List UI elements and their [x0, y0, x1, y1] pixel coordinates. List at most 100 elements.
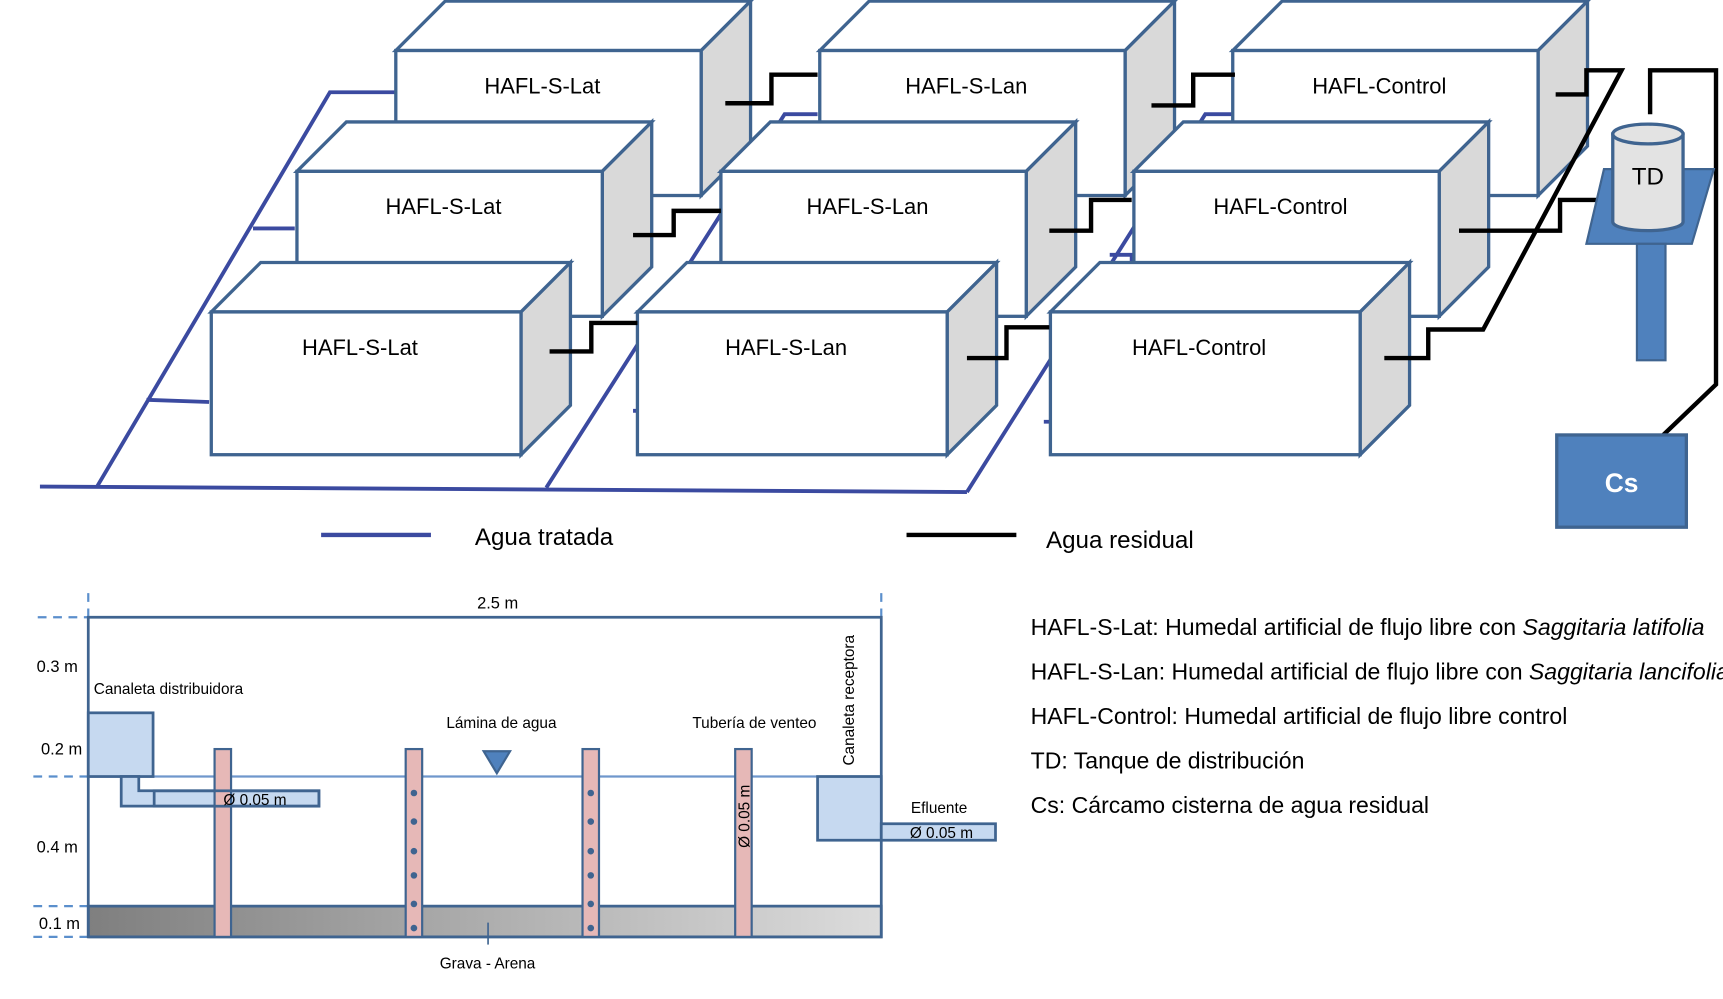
unit-label: HAFL-Control [1132, 335, 1266, 360]
waste-pipe-back-2 [1151, 72, 1235, 108]
unit-top-face [633, 260, 1001, 314]
inlet-channel [86, 711, 155, 778]
unit-label: HAFL-S-Lat [484, 73, 600, 98]
substrate-label: Grava - Arena [440, 956, 536, 973]
effluent-pipe-label: Ø 0.05 m [910, 825, 973, 842]
inlet-channel-label: Canaleta distribuidora [94, 681, 244, 698]
unit-top-face [391, 0, 754, 53]
wetland-unit: HAFL-Control [1046, 258, 1414, 459]
unit-front-face [635, 310, 949, 457]
definitions-list: HAFL-S-Lat: Humedal artificial de flujo … [1031, 614, 1723, 818]
unit-label: HAFL-S-Lat [302, 335, 418, 360]
waste-pipe-back-1 [725, 72, 818, 106]
perforation [410, 818, 418, 825]
perforation [410, 900, 418, 908]
height-label-4: 0.1 m [39, 915, 80, 933]
definition-term: HAFL-S-Lat [1031, 614, 1153, 640]
unit-top-face [815, 0, 1178, 53]
distribution-tank: TD [1585, 122, 1716, 362]
definition-term: Cs [1031, 792, 1059, 818]
definition-item: HAFL-S-Lan: Humedal artificial de flujo … [1031, 658, 1723, 684]
perforation [587, 924, 595, 932]
treated-header-col1 [95, 90, 396, 488]
perforation [587, 789, 595, 797]
inlet-vertical-pipe [213, 747, 233, 938]
unit-label: HAFL-Control [1213, 194, 1347, 219]
inlet-pipe-front [152, 789, 321, 808]
tank-stand [1635, 242, 1667, 362]
legend-treated-label: Agua tratada [475, 524, 614, 551]
effluent-label: Efluente [911, 800, 967, 817]
outlet-channel-label: Canaleta receptora [841, 634, 858, 765]
waste-pipe-back-3 [1384, 68, 1626, 361]
length-label: 2.5 m [477, 594, 518, 612]
unit-top-face [716, 120, 1080, 173]
definition-item: HAFL-S-Lat: Humedal artificial de flujo … [1031, 614, 1705, 640]
vent-pipe-label: Tubería de venteo [692, 715, 816, 732]
perforation [410, 789, 418, 797]
definition-term: HAFL-Control [1031, 703, 1172, 729]
tank-top [1611, 122, 1685, 146]
water-surface-marker [481, 750, 512, 776]
definition-item: HAFL-Control: Humedal artificial de fluj… [1031, 703, 1568, 729]
height-label-1: 0.3 m [37, 658, 78, 676]
tank-body [1611, 132, 1685, 233]
perforation [410, 847, 418, 855]
waste-pipe-cistern-to-tank [1647, 68, 1719, 437]
perforation [587, 818, 595, 825]
definition-species: Saggitaria latifolia [1523, 614, 1705, 640]
cross-section: 2.5 m 0.3 m 0.2 m 0.4 m 0.1 m Lámina de … [33, 593, 997, 973]
definition-item: Cs: Cárcamo cisterna de agua residual [1031, 792, 1429, 818]
inlet-pipe-label: Ø 0.05 m [223, 792, 286, 809]
definition-text: : Tanque de distribución [1061, 747, 1304, 773]
pipe-perforations [410, 789, 595, 932]
legend: Agua tratada Agua residual [321, 524, 1194, 554]
wetland-unit: HAFL-Control [1129, 117, 1493, 321]
unit-top-face [292, 120, 656, 173]
unit-top-face [1129, 120, 1493, 173]
height-label-2: 0.2 m [41, 741, 82, 759]
treated-water-collector [39, 484, 967, 494]
waste-water-network [549, 68, 1719, 437]
treated-header-col3 [965, 112, 1235, 494]
unit-label: HAFL-Control [1312, 73, 1446, 98]
perforation [587, 847, 595, 855]
unit-top-face [1046, 260, 1414, 314]
perforation [587, 872, 595, 879]
outlet-channel [816, 775, 883, 842]
unit-label: HAFL-S-Lan [905, 73, 1027, 98]
cistern: Cs [1555, 433, 1689, 529]
effluent-pipe [879, 822, 997, 842]
definition-text: : Humedal artificial de flujo libre con [1152, 614, 1522, 640]
definition-species: Saggitaria lancifolia [1529, 658, 1723, 684]
perforation [410, 924, 418, 932]
waste-pipe-front-1 [549, 320, 638, 354]
perforated-pipe-2 [581, 747, 601, 938]
perforation [587, 900, 595, 908]
cistern-label: Cs [1605, 468, 1639, 498]
water-surface-label: Lámina de agua [446, 715, 557, 732]
unit-top-face [207, 260, 575, 314]
treated-header-col2 [544, 112, 818, 489]
waste-pipe-mid-2 [1049, 197, 1132, 233]
perforated-pipe-1 [404, 747, 424, 938]
vent-pipe [734, 747, 753, 938]
legend-waste-label: Agua residual [1046, 527, 1194, 554]
definition-text: : Cárcamo cisterna de agua residual [1059, 792, 1429, 818]
treated-branch-col1-front [146, 397, 210, 404]
definition-term: HAFL-S-Lan [1031, 658, 1159, 684]
unit-top-face [1228, 0, 1591, 53]
definition-text: : Humedal artificial de flujo libre con [1159, 658, 1529, 684]
waste-pipe-mid-3 [1458, 197, 1626, 233]
gravel-sand-layer [86, 904, 883, 939]
cistern-box [1555, 433, 1689, 529]
unit-label: HAFL-S-Lat [386, 194, 502, 219]
perforation [410, 872, 418, 879]
unit-front-face [209, 310, 523, 457]
wetland-unit: HAFL-S-Lan [633, 258, 1001, 459]
unit-front-face [1048, 310, 1362, 457]
waste-pipe-front-2 [966, 325, 1050, 361]
